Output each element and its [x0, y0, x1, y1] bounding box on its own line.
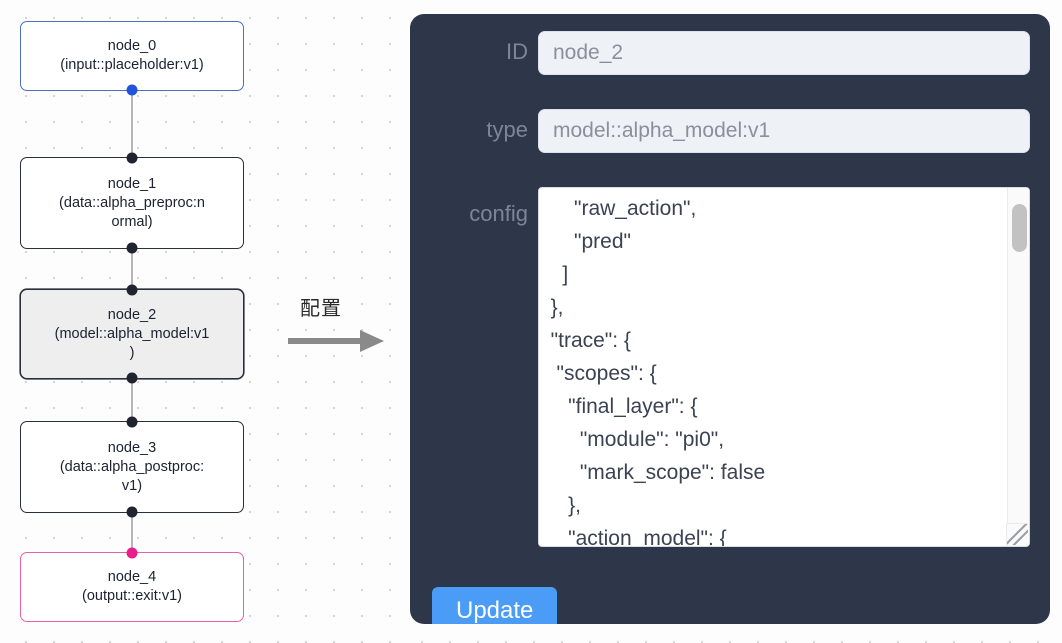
field-row-config: config "raw_action", "pred" ] }, "trace"…: [410, 187, 1050, 547]
edge-node3-node4: [131, 512, 133, 552]
flow-node-node_1[interactable]: node_1 (data::alpha_preproc:n ormal): [20, 152, 244, 254]
node-id-label: node_0: [107, 38, 157, 54]
node-type-label: (data::alpha_postproc: v1): [59, 458, 205, 494]
flow-node-node_0[interactable]: node_0 (input::placeholder:v1): [20, 21, 244, 96]
node-handle-bottom[interactable]: [126, 84, 138, 96]
node-type-label: (model::alpha_model:v1 ): [54, 325, 210, 361]
edge-node2-node3: [131, 378, 133, 422]
node-handle-top[interactable]: [126, 547, 138, 559]
transition-annotation: 配置: [288, 296, 400, 358]
resize-handle-icon[interactable]: [1006, 523, 1028, 545]
node-config-panel: ID node_2 type model::alpha_model:v1 con…: [410, 14, 1050, 624]
config-textarea[interactable]: "raw_action", "pred" ] }, "trace": { "sc…: [550, 197, 766, 547]
id-field-label: ID: [506, 39, 528, 64]
config-scrollbar-track[interactable]: [1007, 188, 1029, 546]
node-handle-bottom[interactable]: [126, 372, 138, 384]
id-input[interactable]: node_2: [538, 31, 1030, 75]
edge-node0-node1: [131, 90, 133, 158]
config-field-label: config: [469, 201, 528, 226]
config-textarea-wrapper[interactable]: "raw_action", "pred" ] }, "trace": { "sc…: [538, 187, 1030, 547]
node-id-label: node_3: [107, 439, 157, 456]
node-type-label: (output::exit:v1): [82, 588, 182, 604]
node-handle-top[interactable]: [126, 416, 138, 428]
type-field-label: type: [486, 117, 528, 142]
node-handle-top[interactable]: [126, 152, 138, 164]
node-type-label: (data::alpha_preproc:n ormal): [59, 194, 205, 230]
edge-node1-node2: [131, 248, 133, 318]
field-row-id: ID node_2: [410, 31, 1050, 75]
arrow-right-icon: [288, 330, 384, 352]
flow-node-node_3[interactable]: node_3 (data::alpha_postproc: v1): [20, 416, 244, 518]
type-input[interactable]: model::alpha_model:v1: [538, 109, 1030, 153]
node-type-label: (input::placeholder:v1): [60, 57, 204, 73]
update-button[interactable]: Update: [432, 587, 558, 624]
flow-node-node_2[interactable]: node_2 (model::alpha_model:v1 ): [20, 284, 244, 384]
node-handle-top[interactable]: [126, 284, 138, 296]
config-scrollbar-thumb[interactable]: [1012, 204, 1027, 252]
node-handle-bottom[interactable]: [126, 506, 138, 518]
node-handle-bottom[interactable]: [126, 242, 138, 254]
flow-node-node_4[interactable]: node_4 (output::exit:v1): [20, 547, 244, 622]
annotation-label: 配置: [300, 298, 342, 320]
node-id-label: node_4: [107, 569, 157, 585]
node-id-label: node_2: [107, 306, 157, 323]
field-row-type: type model::alpha_model:v1: [410, 109, 1050, 153]
node-id-label: node_1: [107, 175, 157, 192]
